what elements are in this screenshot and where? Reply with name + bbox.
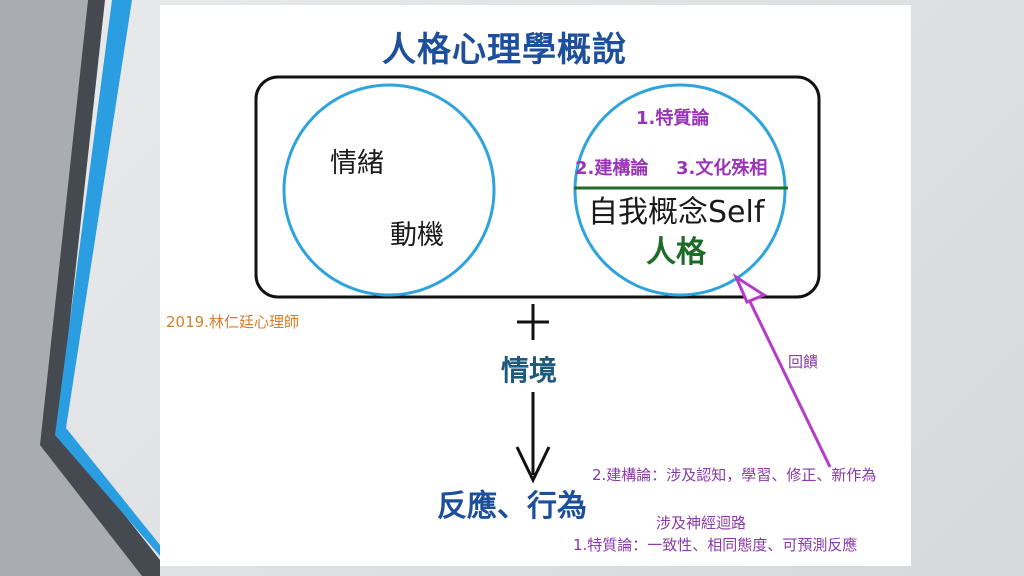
reaction-label: 反應、行為 [437,489,587,524]
personality-label: 人格 [646,235,706,270]
construct-theory-label: 2.建構論 [575,158,649,179]
situation-arrowhead [515,446,551,484]
right-circle [573,83,787,297]
author-credit: 2019.林仁廷心理師 [166,313,299,331]
feedback-arrow-line [740,284,832,468]
cultural-theory-label: 3.文化殊相 [676,158,768,179]
self-concept-label: 自我概念Self [588,195,765,230]
feedback-arrowhead [732,273,768,304]
outer-box [254,75,821,299]
neural-note: 涉及神經迴路 [656,514,747,532]
page-title: 人格心理學概說 [382,30,627,70]
situation-label: 情境 [501,354,558,387]
slide-edge-decoration [0,0,160,576]
motivation-label: 動機 [390,220,444,251]
emotion-label: 情緒 [330,148,384,179]
feedback-label: 回饋 [788,353,819,371]
trait-note: 1.特質論：一致性、相同態度、可預測反應 [573,536,858,554]
left-circle [282,83,496,297]
construct-note: 2.建構論：涉及認知，學習、修正、新作為 [592,466,877,484]
trait-theory-label: 1.特質論 [636,108,710,129]
plus-sign [517,304,549,340]
